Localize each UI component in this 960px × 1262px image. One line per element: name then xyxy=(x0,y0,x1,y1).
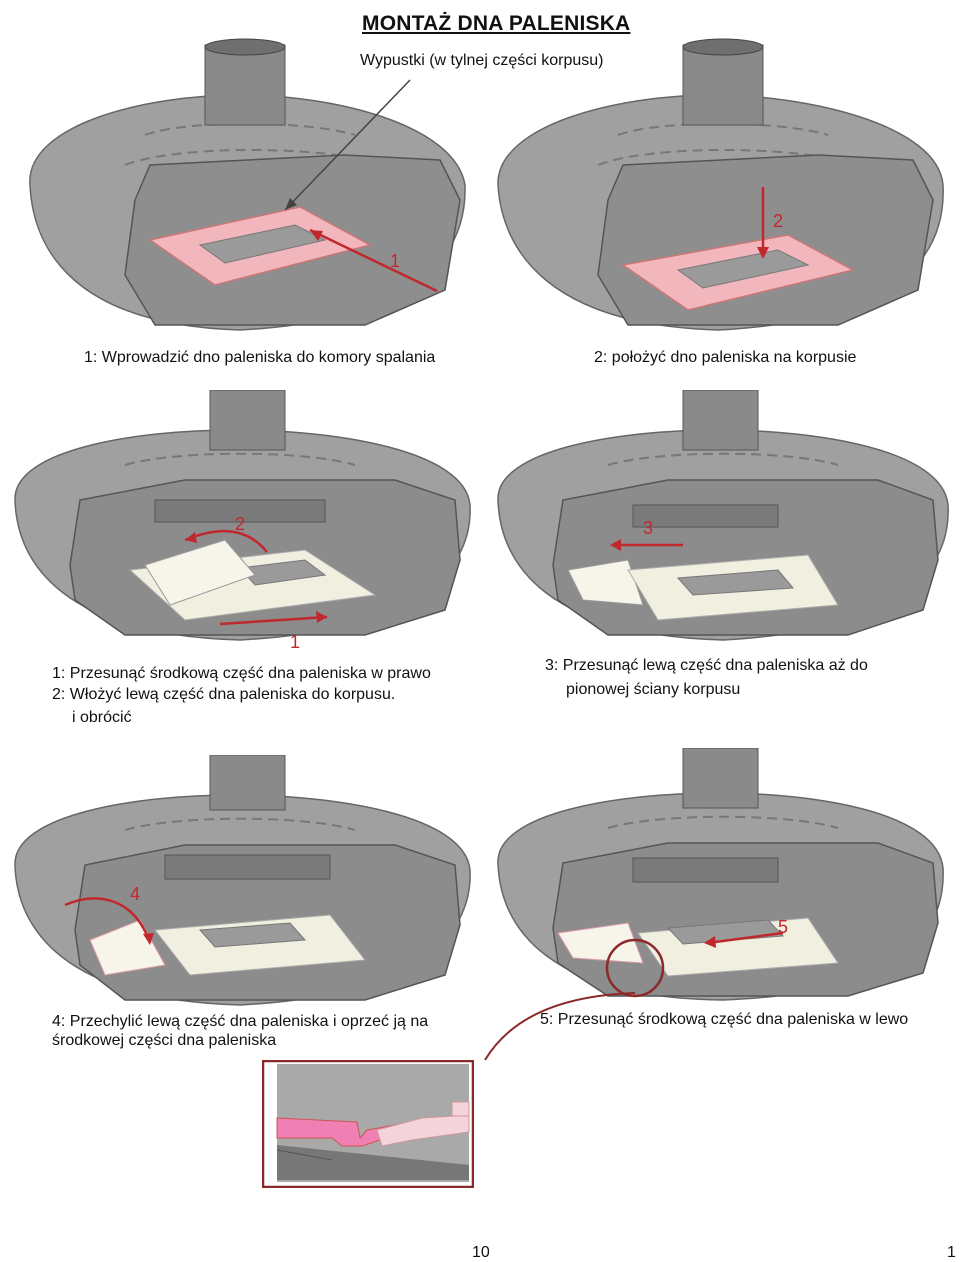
diagram-step-3: 2 1 xyxy=(14,390,471,652)
detail-zoom-box xyxy=(262,1060,474,1188)
arrow-label-2: 2 xyxy=(773,211,783,231)
caption-step-5-line-1: 4: Przechylić lewą część dna paleniska i… xyxy=(52,1013,429,1030)
diagram-step-1: 1 xyxy=(29,38,466,331)
arrow-label-5: 4 xyxy=(130,884,140,904)
arrow-label-3a: 2 xyxy=(235,514,245,534)
arrow-label-4: 3 xyxy=(643,518,653,538)
arrow-label-3b: 1 xyxy=(290,632,300,652)
detail-circle-icon xyxy=(605,938,665,998)
right-number: 1 xyxy=(947,1244,956,1261)
page-number: 10 xyxy=(472,1244,490,1261)
arrow-icon xyxy=(309,228,438,293)
diagram-step-2: 2 xyxy=(497,38,944,331)
caption-step-2: 2: położyć dno paleniska na korpusie xyxy=(594,349,857,366)
diagram-step-6: 5 xyxy=(497,748,944,1001)
caption-step-4-line-1: 3: Przesunąć lewą część dna paleniska aż… xyxy=(545,657,868,674)
caption-step-3-line-2: 2: Włożyć lewą część dna paleniska do ko… xyxy=(52,686,396,703)
arrow-label-1: 1 xyxy=(390,251,400,271)
caption-step-3-line-1: 1: Przesunąć środkową część dna palenisk… xyxy=(52,665,431,682)
caption-step-4-line-2: pionowej ściany korpusu xyxy=(566,681,741,698)
tilt-arrow-icon xyxy=(64,897,152,944)
caption-step-3-line-3: i obrócić xyxy=(72,709,132,726)
page-title: MONTAŻ DNA PALENISKA xyxy=(362,12,631,35)
caption-step-6: 5: Przesunąć środkową część dna palenisk… xyxy=(540,1011,909,1028)
pointer-line-icon xyxy=(284,79,411,211)
arrow-label-6: 5 xyxy=(778,917,788,937)
diagram-step-5: 4 xyxy=(14,755,471,1006)
caption-step-5-line-2: środkowej części dna paleniska xyxy=(52,1032,277,1049)
lugs-label: Wypustki (w tylnej części korpusu) xyxy=(360,52,604,69)
diagram-step-4: 3 xyxy=(497,390,949,641)
caption-step-1: 1: Wprowadzić dno paleniska do komory sp… xyxy=(84,349,436,366)
arrow-icon xyxy=(219,615,328,626)
arrow-icon xyxy=(707,931,784,945)
detail-connector xyxy=(484,992,636,1061)
